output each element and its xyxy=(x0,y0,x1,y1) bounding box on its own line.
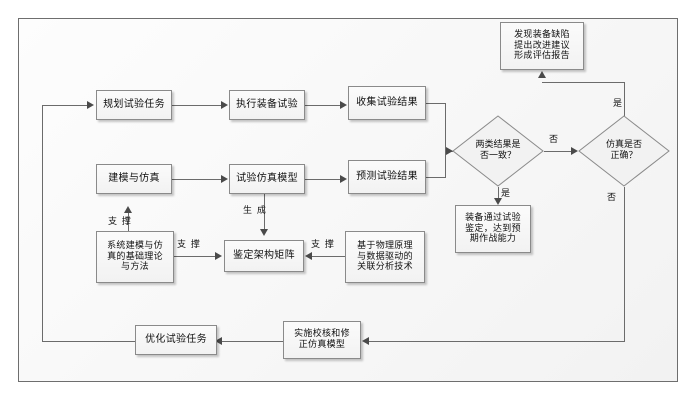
arrowhead-merge-to-decision1-icon xyxy=(446,147,453,155)
edge-predict-to-merge xyxy=(426,177,446,178)
edge-label-no-simulation: 否 xyxy=(607,193,617,203)
arrowhead-correlation-to-matrix-icon xyxy=(305,252,312,260)
arrowhead-decision2-yes-icon xyxy=(538,71,546,78)
edge-verify-to-optimize xyxy=(222,341,283,342)
node-optimize-test-task[interactable]: 优化试验任务 xyxy=(135,325,217,355)
node-equipment-passed[interactable]: 装备通过试验 鉴定，达到预 期作战能力 xyxy=(455,205,531,253)
edge-label-yes-simulation: 是 xyxy=(613,99,623,109)
node-theory-methods[interactable]: 系统建模与仿 真的基础理论 与方法 xyxy=(96,231,174,283)
arrowhead-execute-to-collect-icon xyxy=(340,101,347,109)
arrowhead-theory-to-matrix-icon xyxy=(215,252,222,260)
decision-simulation-correct-label: 仿真是否 正确？ xyxy=(605,139,642,161)
node-plan-test-task[interactable]: 规划试验任务 xyxy=(96,90,172,120)
edge-correlation-to-matrix xyxy=(312,256,345,257)
decision-simulation-correct[interactable]: 仿真是否 正确？ xyxy=(578,115,670,187)
arrowhead-modeling-to-simmodel-icon xyxy=(221,175,228,183)
node-modeling-simulation[interactable]: 建模与仿真 xyxy=(96,164,172,194)
node-defect-report[interactable]: 发现装备缺陷 提出改进建议 形成评估报告 xyxy=(500,22,584,70)
arrowhead-leftloop-to-plan-icon xyxy=(87,101,94,109)
edge-decision2-yes-horizontal xyxy=(542,82,625,83)
diamond-shape-icon xyxy=(452,115,544,187)
edge-simmodel-to-predict xyxy=(305,179,341,180)
edge-leftloop-to-plan xyxy=(42,105,88,106)
edge-label-support-2: 支 撑 xyxy=(177,240,201,250)
node-test-simulation-model[interactable]: 试验仿真模型 xyxy=(229,164,305,194)
decision-results-consistent-label: 两类结果是 否一致？ xyxy=(475,139,521,161)
node-collect-test-results[interactable]: 收集试验结果 xyxy=(348,86,426,120)
edge-label-support-3: 支 撑 xyxy=(311,240,335,250)
edge-label-yes-consistent: 是 xyxy=(501,189,511,199)
arrowhead-simmodel-to-matrix-icon xyxy=(260,229,268,236)
arrowhead-plan-to-execute-icon xyxy=(221,101,228,109)
arrowhead-decision1-no-icon xyxy=(571,147,578,155)
edge-leftloop-vertical xyxy=(42,105,43,342)
node-correlation-tech[interactable]: 基于物理原理 与数据驱动的 关联分析技术 xyxy=(345,231,425,283)
edge-modeling-to-simmodel xyxy=(172,179,222,180)
edge-label-generate: 生 成 xyxy=(243,206,267,216)
arrowhead-simmodel-to-predict-icon xyxy=(340,175,347,183)
edge-theory-to-modeling xyxy=(128,213,129,231)
edge-plan-to-execute xyxy=(172,105,222,106)
node-appraisal-matrix[interactable]: 鉴定架构矩阵 xyxy=(224,240,304,272)
arrowhead-verify-to-optimize-icon xyxy=(215,337,222,345)
decision-results-consistent[interactable]: 两类结果是 否一致？ xyxy=(452,115,544,187)
edge-execute-to-collect xyxy=(305,105,341,106)
diamond-shape-icon xyxy=(578,115,670,187)
arrowhead-theory-to-modeling-icon xyxy=(124,206,132,213)
node-verify-correct-model[interactable]: 实施校核和修 正仿真模型 xyxy=(283,321,361,359)
edge-collect-to-merge xyxy=(426,103,446,104)
edge-simmodel-to-matrix xyxy=(264,194,265,232)
edge-label-no-consistent: 否 xyxy=(549,135,559,145)
edge-decision2-no-vertical xyxy=(624,187,625,342)
arrowhead-decision1-yes-icon xyxy=(494,198,502,205)
edge-theory-to-matrix xyxy=(174,256,216,257)
edge-decision1-yes xyxy=(498,187,499,201)
edge-merge-vertical xyxy=(445,103,446,178)
edge-decision2-no-horizontal xyxy=(369,341,625,342)
node-predict-test-results[interactable]: 预测试验结果 xyxy=(348,160,426,194)
node-execute-equipment-test[interactable]: 执行装备试验 xyxy=(229,90,305,120)
arrowhead-decision2-no-icon xyxy=(362,337,369,345)
edge-decision2-yes-vertical xyxy=(624,82,625,116)
edge-optimize-to-leftloop xyxy=(42,341,135,342)
edge-decision1-no xyxy=(544,151,572,152)
edge-label-support-1: 支 撑 xyxy=(108,217,132,227)
